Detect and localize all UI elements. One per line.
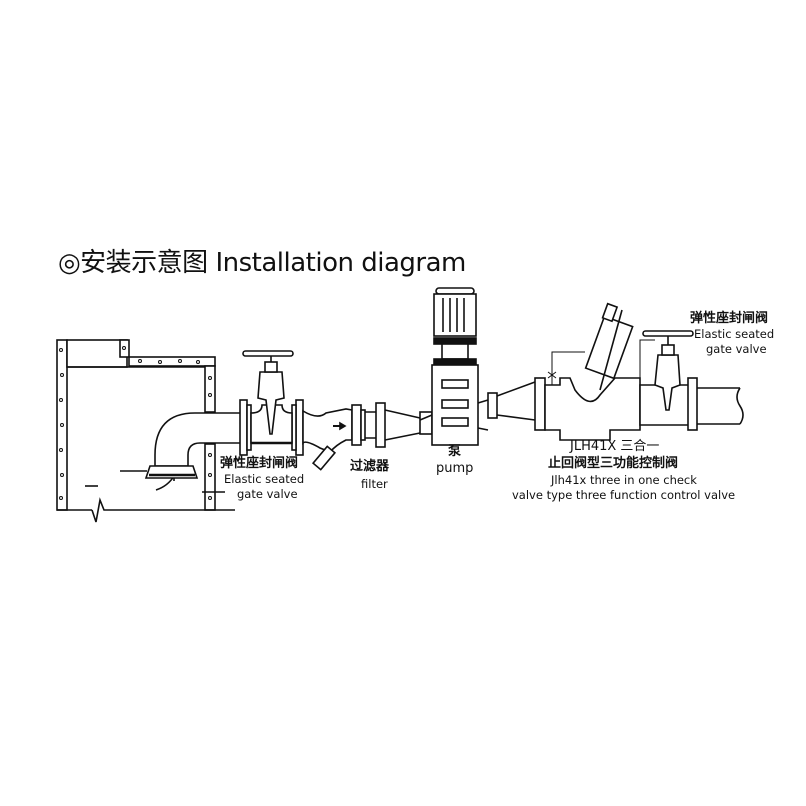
gate-valve-right [639, 330, 744, 431]
filter-label-cn: 过滤器 [350, 459, 390, 474]
pump [419, 287, 479, 446]
diagram-title: ◎安装示意图 Installation diagram [58, 248, 466, 278]
gate-valve-right-label-cn: 弹性座封闸阀 [690, 311, 769, 326]
gate-valve-left-label-cn: 弹性座封闸阀 [220, 456, 299, 471]
control-valve-label-cn2: 止回阀型三功能控制阀 [548, 456, 679, 471]
pump-label-cn: 泵 [448, 444, 462, 459]
control-valve-label-en1: Jlh41x three in one check [551, 473, 697, 487]
water-tank [56, 339, 235, 523]
gate-valve-right-label-en2: gate valve [706, 342, 767, 356]
discharge-piping [477, 377, 546, 431]
control-valve-label-cn1: JLH41X 三合一 [570, 439, 660, 454]
gate-valve-left [239, 350, 304, 456]
pump-label-en: pump [436, 461, 474, 476]
control-valve-label-en2: valve type three function control valve [512, 488, 736, 502]
suction-pipe [144, 412, 240, 479]
gate-valve-right-label-en1: Elastic seated [694, 327, 775, 341]
control-valve [544, 302, 655, 441]
filter-label-en: filter [361, 477, 388, 491]
gate-valve-left-label-en1: Elastic seated [224, 472, 305, 486]
gate-valve-left-label-en2: gate valve [237, 487, 298, 501]
y-strainer [302, 402, 433, 471]
